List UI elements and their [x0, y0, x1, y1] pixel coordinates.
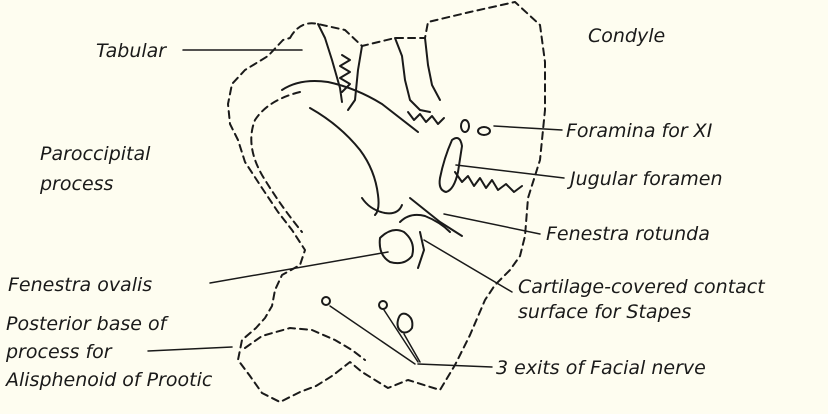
label-cartilage-line2: surface for Stapes	[518, 301, 691, 323]
label-facial-nerve: 3 exits of Facial nerve	[496, 357, 706, 379]
label-fenestra-rotunda: Fenestra rotunda	[546, 223, 710, 245]
fenestra-ovalis-shape	[380, 230, 413, 263]
leader-ovalis	[210, 252, 388, 283]
tabular-suture-left	[318, 24, 342, 102]
facial-exit-1	[322, 297, 330, 305]
fenestra-rotunda-cross	[410, 198, 462, 236]
label-condyle: Condyle	[588, 25, 665, 47]
label-posterior-line1: Posterior base of	[6, 313, 170, 335]
leader-cartilage	[424, 240, 512, 292]
stapes-contact	[418, 232, 424, 268]
jugular-zigzag	[455, 172, 522, 192]
central-ridge	[310, 108, 379, 215]
condyle-zigzag	[408, 112, 444, 124]
facial-exit-2	[379, 301, 387, 309]
leader-posterior	[148, 347, 232, 351]
label-paroccipital-line2: process	[39, 173, 114, 195]
label-foramina-xi: Foramina for XI	[566, 120, 713, 142]
leader-jugular	[456, 165, 564, 178]
foramen-xi-1	[461, 120, 469, 132]
label-posterior-line3: Alisphenoid of Prootic	[4, 369, 213, 391]
bone-outline	[228, 2, 545, 402]
condyle-border	[395, 38, 430, 112]
tabular-suture-mid	[348, 46, 362, 110]
label-tabular: Tabular	[96, 40, 167, 62]
label-posterior-line2: process for	[5, 341, 113, 363]
leader-foramina	[494, 126, 562, 130]
foramen-xi-2	[478, 127, 490, 135]
label-cartilage-line1: Cartilage-covered contact	[518, 276, 766, 298]
label-paroccipital-line1: Paroccipital	[40, 143, 151, 165]
label-fenestra-ovalis: Fenestra ovalis	[8, 274, 152, 296]
condyle-inner	[425, 38, 440, 100]
posterior-base-outline	[245, 328, 365, 360]
label-jugular-foramen: Jugular foramen	[566, 168, 723, 190]
lower-ridge	[362, 198, 402, 213]
facial-exit-3	[398, 314, 413, 333]
